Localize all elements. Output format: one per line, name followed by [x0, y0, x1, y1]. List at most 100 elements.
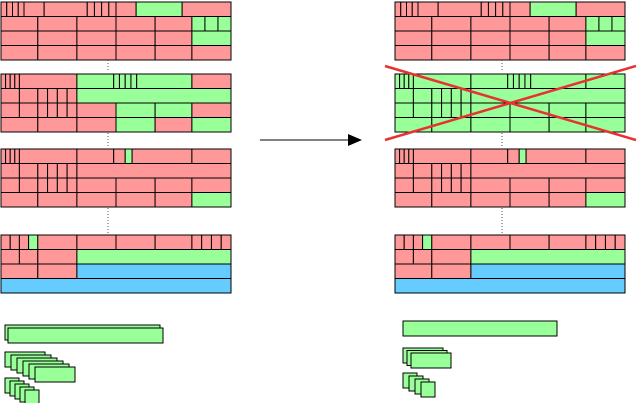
free-block: [431, 102, 443, 118]
tail-block: [470, 263, 626, 279]
used-block: [9, 148, 16, 164]
used-block: [0, 249, 20, 265]
used-block: [394, 16, 433, 32]
free-block: [530, 73, 587, 89]
used-block: [18, 73, 78, 89]
free-block: [524, 73, 532, 89]
used-block: [76, 30, 117, 46]
used-block: [614, 234, 626, 250]
used-block: [575, 1, 626, 17]
used-block: [394, 192, 433, 208]
used-block: [0, 177, 20, 193]
used-block: [201, 234, 212, 250]
used-block: [115, 16, 156, 32]
free-block: [76, 249, 232, 265]
used-block: [66, 163, 78, 179]
used-block: [56, 102, 68, 118]
used-block: [154, 234, 193, 250]
medium-block: [410, 352, 452, 369]
used-block: [470, 16, 511, 32]
used-block: [76, 163, 232, 179]
free-block: [507, 73, 514, 89]
used-block: [86, 1, 95, 17]
used-block: [394, 163, 414, 179]
free-block: [518, 148, 527, 164]
memory-page: [0, 148, 232, 208]
free-block: [113, 73, 120, 89]
used-block: [37, 30, 78, 46]
used-block: [76, 117, 117, 133]
used-block: [0, 148, 7, 164]
free-block: [470, 117, 511, 133]
free-block: [399, 73, 405, 89]
used-block: [480, 1, 489, 17]
used-block: [191, 148, 232, 164]
used-block: [585, 177, 626, 193]
free-block: [403, 73, 410, 89]
used-block: [37, 102, 49, 118]
free-block: [130, 73, 138, 89]
used-block: [76, 148, 115, 164]
cross-out-icon: [384, 64, 637, 142]
used-block: [0, 88, 20, 104]
used-block: [181, 1, 232, 17]
used-block: [12, 1, 19, 17]
used-block: [441, 163, 452, 179]
used-block: [76, 16, 117, 32]
used-block: [5, 73, 11, 89]
used-block: [154, 45, 193, 61]
used-block: [470, 234, 511, 250]
free-block: [431, 88, 443, 104]
used-block: [9, 234, 20, 250]
free-block: [217, 16, 232, 32]
used-block: [403, 148, 410, 164]
free-block: [585, 102, 626, 118]
used-block: [18, 102, 39, 118]
used-block: [394, 1, 402, 17]
free-block: [115, 102, 156, 118]
used-block: [431, 249, 472, 265]
used-block: [412, 177, 433, 193]
free-block: [422, 234, 433, 250]
used-block: [548, 30, 587, 46]
free-block: [441, 102, 452, 118]
free-block: [585, 30, 626, 46]
used-block: [76, 102, 117, 118]
legend-before: [4, 324, 164, 403]
memory-page: [0, 73, 232, 133]
used-block: [76, 192, 117, 208]
small-block: [24, 389, 40, 403]
free-block: [518, 73, 526, 89]
used-block: [115, 177, 156, 193]
used-block: [495, 1, 504, 17]
free-block: [585, 16, 600, 32]
free-block: [115, 117, 156, 133]
memory-page: [394, 148, 626, 208]
used-block: [394, 263, 433, 279]
free-block: [28, 234, 39, 250]
used-block: [37, 16, 78, 32]
used-block: [6, 1, 13, 17]
used-block: [154, 192, 193, 208]
used-block: [470, 45, 511, 61]
free-block: [611, 16, 626, 32]
free-block: [154, 102, 193, 118]
used-block: [604, 234, 616, 250]
used-block: [394, 177, 414, 193]
used-block: [37, 249, 78, 265]
used-block: [115, 45, 156, 61]
used-block: [394, 249, 414, 265]
used-block: [101, 1, 110, 17]
used-block: [585, 148, 626, 164]
memory-page: [0, 1, 232, 61]
used-block: [460, 177, 472, 193]
used-block: [394, 45, 433, 61]
used-block: [509, 16, 550, 32]
free-block: [509, 117, 550, 133]
used-block: [47, 102, 58, 118]
used-block: [115, 192, 156, 208]
used-block: [412, 249, 433, 265]
free-block: [394, 88, 414, 104]
used-block: [437, 1, 482, 17]
free-block: [118, 73, 126, 89]
